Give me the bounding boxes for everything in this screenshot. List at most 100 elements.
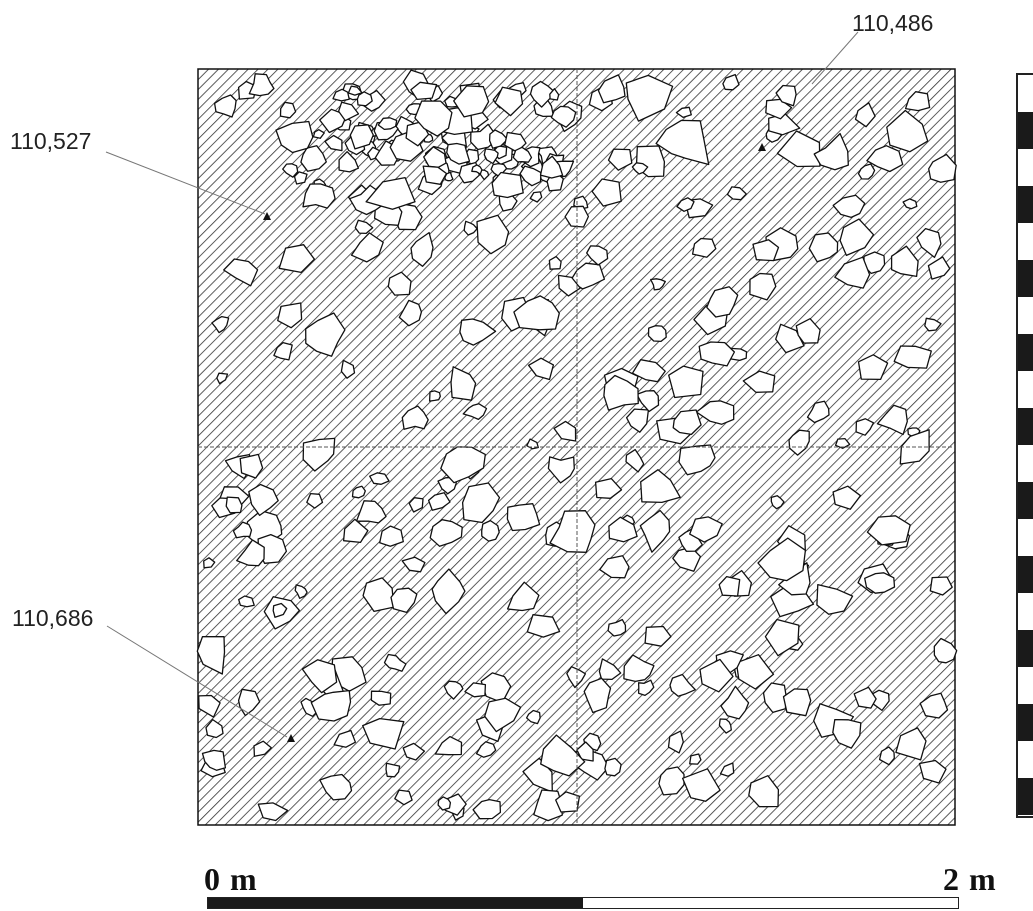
stone-outline [300,145,327,172]
elevation-label-bottom-left: 110,686 [12,605,94,631]
stone-outline [813,132,849,171]
stone-outline [370,690,392,706]
stone-outline [864,572,896,594]
stone-outline [855,418,875,436]
vertical-scale-dark-segment [1018,556,1033,593]
stone-outline [434,735,463,756]
stone-outline [414,100,453,137]
stone-outline [464,682,487,698]
stone-outline [776,130,821,168]
elevation-point-marker [758,143,766,151]
stone-outline [278,244,316,274]
scale-bar-light-segment [583,898,958,908]
stone-outline [832,485,862,510]
stone-outline [306,492,324,509]
stone-outline [324,134,343,152]
vertical-scale-dark-segment [1018,778,1033,815]
stone-outline [494,86,524,117]
stone-outline [591,178,622,207]
elevation-label-top-left: 110,527 [10,128,92,154]
stone-outline [658,766,685,796]
stone-outline [394,789,413,806]
stone-outline [272,602,288,618]
stone-outline [752,239,780,262]
stone-outline [333,729,357,748]
vertical-scale-dark-segment [1018,630,1033,667]
stone-outline [924,317,942,332]
stone-outline [216,372,229,385]
stone-outline [203,557,216,569]
stone-outline [444,171,454,182]
stone-outline [742,370,776,393]
stone-outline [603,374,639,411]
scale-end-label: 2 m [943,861,997,897]
stone-outline [539,155,564,179]
stone-outline [675,106,692,119]
stone-outline [354,219,374,235]
stone-outline [277,302,303,329]
stone-outline [401,556,426,573]
stone-outline [655,119,710,166]
stone-outline [916,227,942,259]
stone-outline [816,583,854,615]
leader-line-110486 [811,31,859,85]
elevation-point-marker [287,734,295,742]
stone-outline [782,688,812,717]
stone-outline [644,625,672,647]
stone-outline [305,312,346,357]
stone-outline [604,757,622,777]
vertical-scale-dark-segment [1018,260,1033,297]
scale-start-label: 0 m [204,861,258,897]
stone-outline [484,697,522,733]
stone-outline [410,81,438,101]
stone-outline [853,686,877,709]
stone-outline [526,438,539,450]
stone-outline [383,653,407,672]
stone-outline [453,85,490,118]
stone-outline [519,165,542,187]
stone-outline [312,129,325,139]
stone-outline [338,151,360,173]
stone-outline [904,91,931,112]
stone-outline [695,400,735,425]
stone-outline [513,295,560,331]
stone-outline [672,409,702,436]
vertical-scale-dark-segment [1018,112,1033,149]
stone-outline [928,153,957,183]
stone-outline [631,162,649,175]
stone-outline [422,165,448,185]
stone-outline [319,108,348,134]
stone-outline [706,286,739,318]
vertical-scale-dark-segment [1018,186,1033,223]
stone-outline [248,73,275,97]
stone-outline [576,741,594,762]
stone-outline [282,163,299,178]
stone-outline [839,218,875,257]
stone-outline [293,171,308,185]
stone-outline [718,575,741,597]
stone-outline [919,692,949,719]
stone-outline [933,637,958,664]
stone-outline [637,679,655,697]
leader-line-110686 [106,625,288,738]
stone-outline [337,101,360,122]
stone-outline [623,654,655,683]
stone-outline [196,635,226,675]
stone-outline [718,718,732,734]
stone-outline [834,437,851,449]
stone-outline [225,496,243,514]
stone-outline [775,323,805,354]
stone-outline [902,198,918,210]
stone-outline [597,74,626,104]
stone-outline [301,659,338,694]
stone-outline [481,519,500,542]
stone-outline [431,568,466,615]
stone-outline [549,510,596,553]
stone-outline [698,341,736,367]
stone-outline [385,762,401,778]
stone-outline [491,171,524,199]
stone-outline [463,220,478,236]
stone-outline [332,88,350,102]
elevation-point-marker [263,212,271,220]
